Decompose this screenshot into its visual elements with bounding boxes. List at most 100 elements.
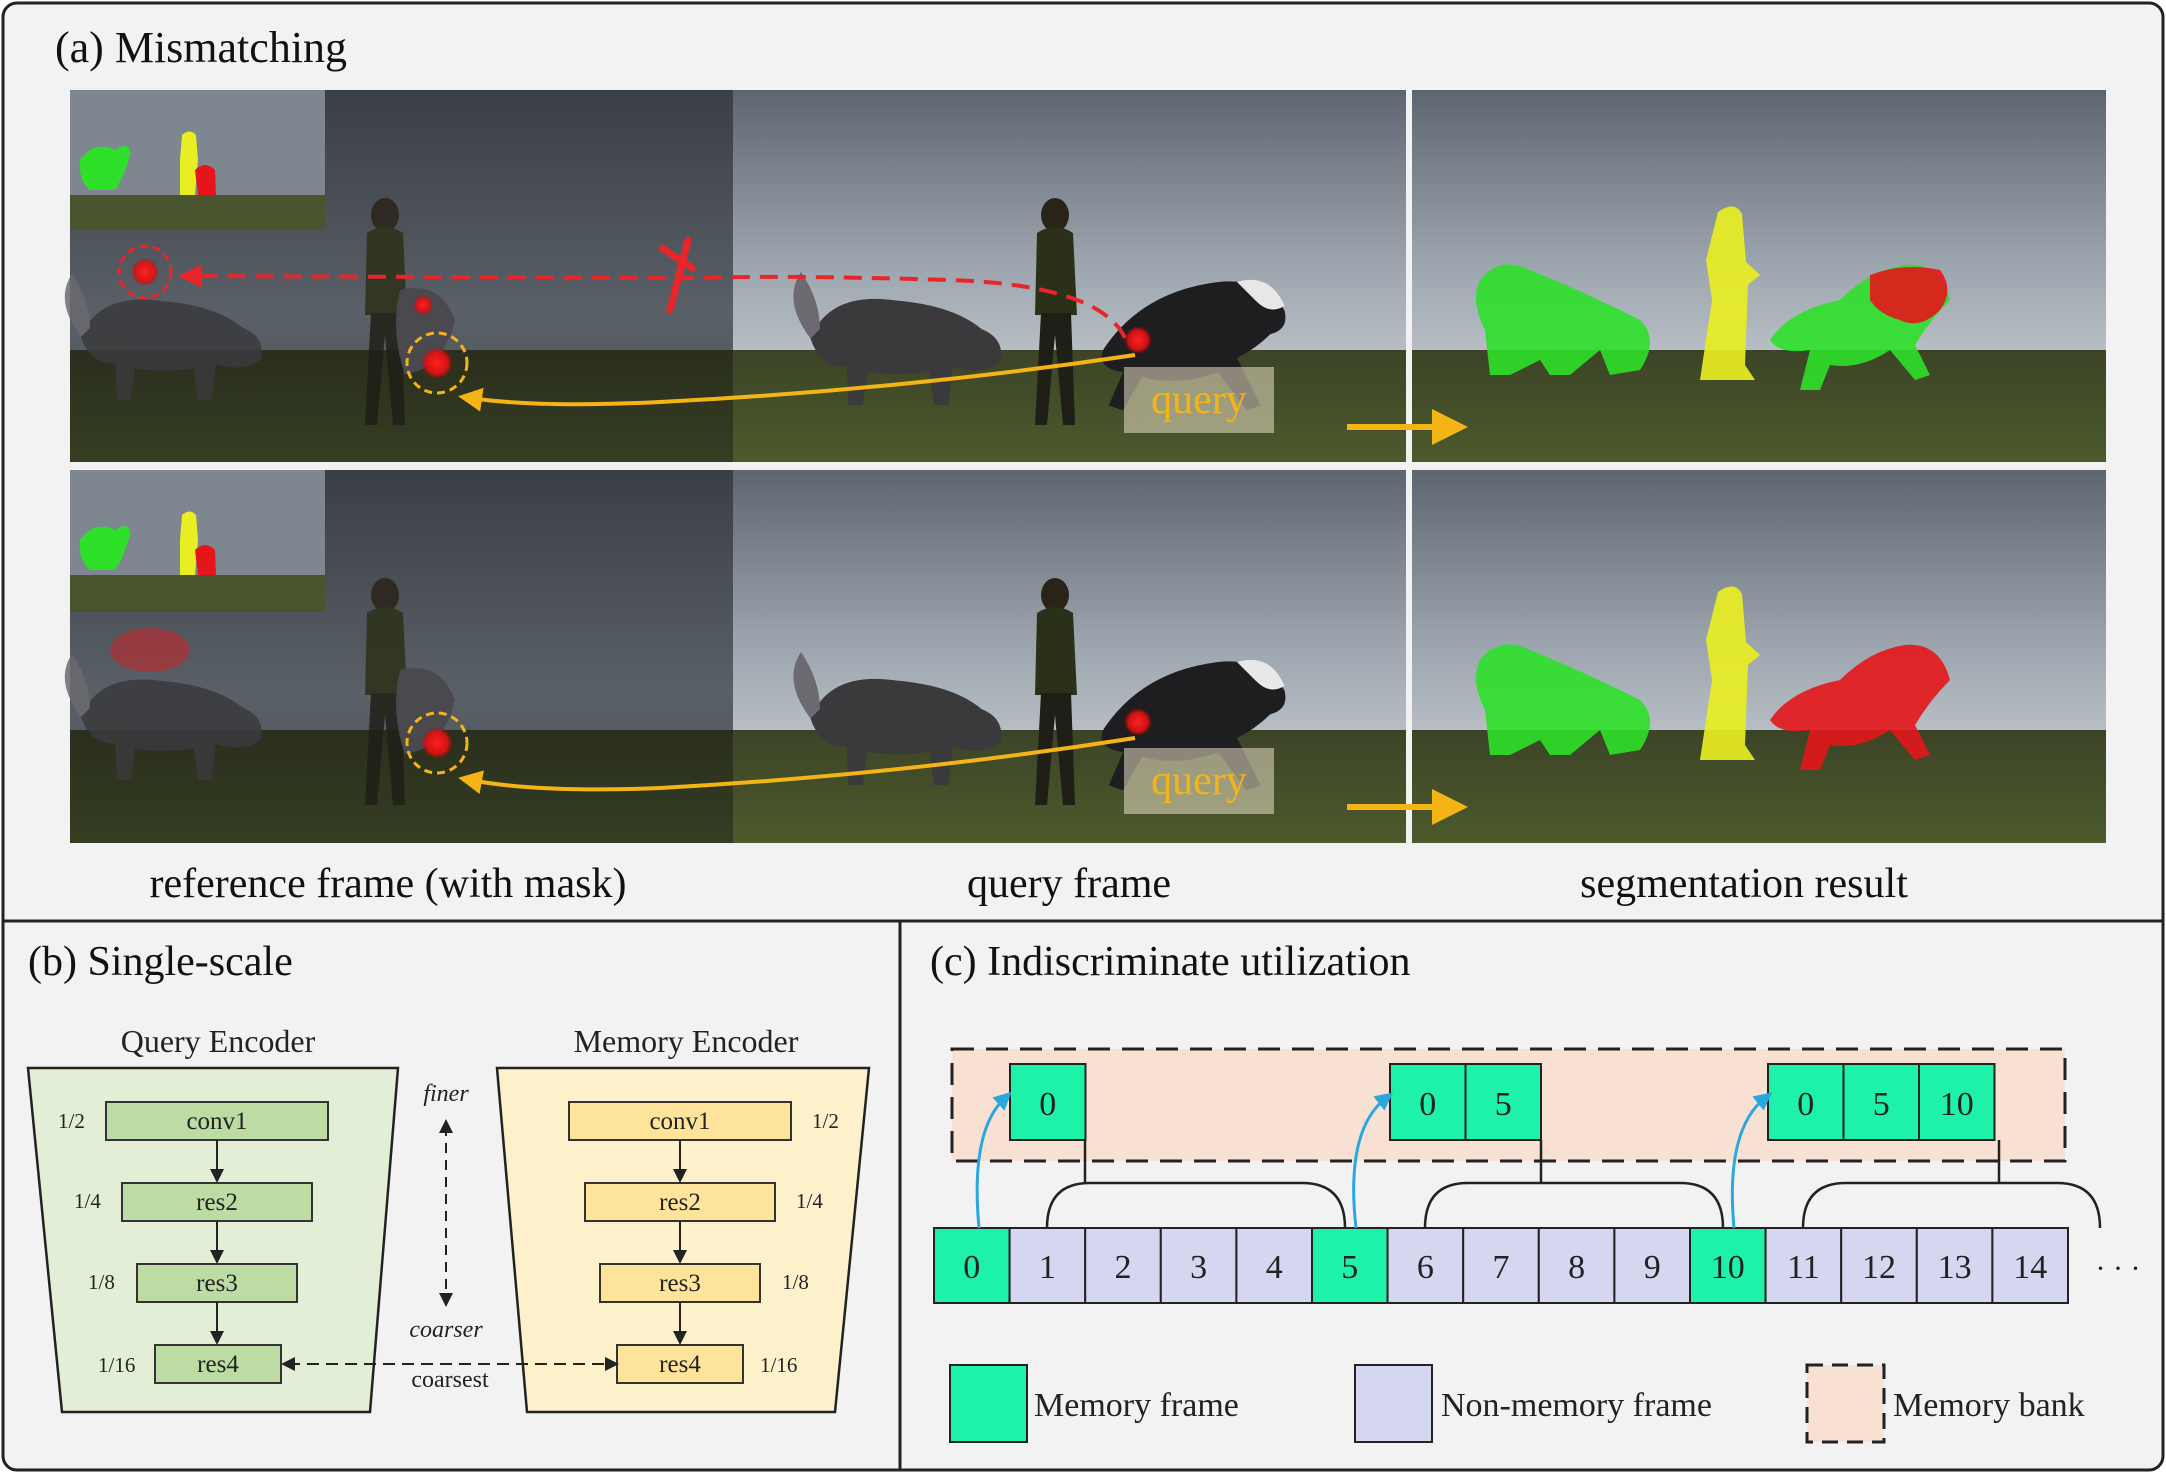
query-encoder-title: Query Encoder	[121, 1023, 316, 1059]
result2-green-dog	[1476, 644, 1650, 755]
row2-reference-thumbnail	[70, 470, 325, 612]
me-scale-3: 1/8	[782, 1270, 809, 1294]
query-label-bg-row2	[1124, 748, 1274, 814]
finer-label: finer	[423, 1081, 469, 1107]
coarsest-label: coarsest	[411, 1367, 489, 1393]
legend-bank-label: Memory bank	[1893, 1387, 2085, 1424]
query-label-bg-row1	[1124, 367, 1274, 433]
match-target-circle-row2	[405, 711, 469, 775]
me-scale-1: 1/2	[812, 1109, 839, 1133]
legend-memory-swatch	[949, 1364, 1028, 1443]
blue-arrow-10	[1730, 1092, 1773, 1229]
frame-cell-8	[1537, 1227, 1616, 1304]
result-green-dog	[1476, 264, 1650, 375]
brace-3	[1801, 1181, 2102, 1229]
result2-red-dog	[1770, 644, 1950, 770]
me-layer-res2	[584, 1182, 776, 1222]
caption-reference: reference frame (with mask)	[150, 861, 627, 907]
mismatch-x-mark	[658, 236, 696, 314]
ref-dog-head-blob-row1	[413, 295, 433, 315]
query-label-row1: query	[1151, 377, 1247, 423]
legend-non-memory-swatch	[1354, 1364, 1433, 1443]
qe-scale-4: 1/16	[98, 1353, 135, 1377]
query-point-row2	[1124, 708, 1152, 736]
match-arrow-row2	[458, 736, 1136, 794]
caption-query: query frame	[967, 861, 1171, 907]
frame-cell-0	[933, 1227, 1011, 1304]
query-encoder-trapezoid	[26, 1066, 400, 1414]
bank-2-cell-10	[1918, 1063, 1996, 1141]
blue-arrow-5	[1352, 1092, 1394, 1229]
qe-layer-res3-label: res3	[196, 1270, 238, 1297]
frame-cell-label-10: 10	[1711, 1249, 1745, 1286]
coarser-label: coarser	[409, 1317, 483, 1343]
frame-cell-label-7: 7	[1493, 1249, 1510, 1286]
mismatch-target-blob	[131, 258, 159, 286]
me-layer-res4	[616, 1344, 744, 1384]
bank-1-cell-5	[1464, 1063, 1542, 1141]
me-layer-conv1	[568, 1101, 792, 1141]
frame-cell-label-2: 2	[1115, 1249, 1132, 1286]
frame-cell-label-8: 8	[1568, 1249, 1585, 1286]
qe-layer-res2-label: res2	[196, 1189, 238, 1216]
frame-cell-label-0: 0	[963, 1249, 980, 1286]
braces	[1045, 1140, 2102, 1229]
qe-layer-conv1-label: conv1	[186, 1108, 247, 1135]
me-layer-res3	[599, 1263, 761, 1303]
frame-cell-label-1: 1	[1039, 1249, 1056, 1286]
bank-1-cell-label-0: 0	[1419, 1086, 1436, 1123]
qe-layer-res3	[136, 1263, 298, 1303]
frame-cell-label-6: 6	[1417, 1249, 1434, 1286]
frame-cell-7	[1462, 1227, 1540, 1304]
frame-cell-5	[1311, 1227, 1389, 1304]
bank-2-cell-label-5: 5	[1873, 1086, 1890, 1123]
match-target-blob-row2	[421, 727, 453, 759]
bank-2-cell-label-0: 0	[1797, 1086, 1814, 1123]
brace-2	[1423, 1181, 1725, 1229]
legend-bank-swatch	[1805, 1363, 1886, 1444]
qe-layer-res4-label: res4	[197, 1351, 239, 1378]
frame-cell-label-13: 13	[1938, 1249, 1972, 1286]
frame-cell-11	[1764, 1227, 1843, 1304]
me-layer-res2-label: res2	[659, 1189, 701, 1216]
me-scale-2: 1/4	[796, 1189, 823, 1213]
panel-c-title: (c) Indiscriminate utilization	[930, 939, 1411, 985]
mismatch-arrow	[178, 264, 1127, 339]
frame-cell-label-9: 9	[1644, 1249, 1661, 1286]
bank-2-cell-5	[1842, 1063, 1920, 1141]
mismatch-target-circle	[117, 244, 173, 300]
me-layer-res3-label: res3	[659, 1270, 701, 1297]
result2-yellow-person	[1700, 586, 1760, 760]
bank-0-cell-0	[1009, 1063, 1087, 1141]
legend-non-memory-label: Non-memory frame	[1441, 1387, 1712, 1424]
frame-cell-label-5: 5	[1341, 1249, 1358, 1286]
row1-query-image	[733, 90, 1406, 462]
row1-result-image	[1412, 90, 2106, 462]
frame-cell-14	[1991, 1227, 2070, 1304]
caption-result: segmentation result	[1580, 861, 1908, 907]
frames-ellipsis: · · ·	[2096, 1252, 2141, 1285]
match-arrow-row1	[458, 353, 1136, 412]
frame-cell-2	[1084, 1227, 1162, 1304]
frame-cell-4	[1235, 1227, 1314, 1304]
frame-cell-label-3: 3	[1190, 1249, 1207, 1286]
qe-scale-3: 1/8	[88, 1270, 115, 1294]
bank-2-cell-0	[1767, 1063, 1845, 1141]
query-label-row2: query	[1151, 758, 1247, 804]
me-layer-res4-label: res4	[659, 1351, 701, 1378]
row2-result-image	[1412, 470, 2106, 843]
frame-cell-label-14: 14	[2013, 1249, 2047, 1286]
match-target-blob-row1	[421, 347, 453, 379]
panel-a-title: (a) Mismatching	[55, 23, 347, 72]
frame-cell-label-12: 12	[1862, 1249, 1896, 1286]
bank-0-cell-label-0: 0	[1039, 1086, 1056, 1123]
blue-arrow-0	[975, 1091, 1012, 1229]
qe-scale-1: 1/2	[58, 1109, 85, 1133]
me-layer-conv1-label: conv1	[649, 1108, 710, 1135]
frame-cell-10	[1689, 1227, 1767, 1304]
frame-cell-label-4: 4	[1266, 1249, 1283, 1286]
legend-memory-label: Memory frame	[1034, 1387, 1239, 1424]
frame-cell-9	[1613, 1227, 1692, 1304]
bank-2-cell-label-10: 10	[1940, 1086, 1974, 1123]
